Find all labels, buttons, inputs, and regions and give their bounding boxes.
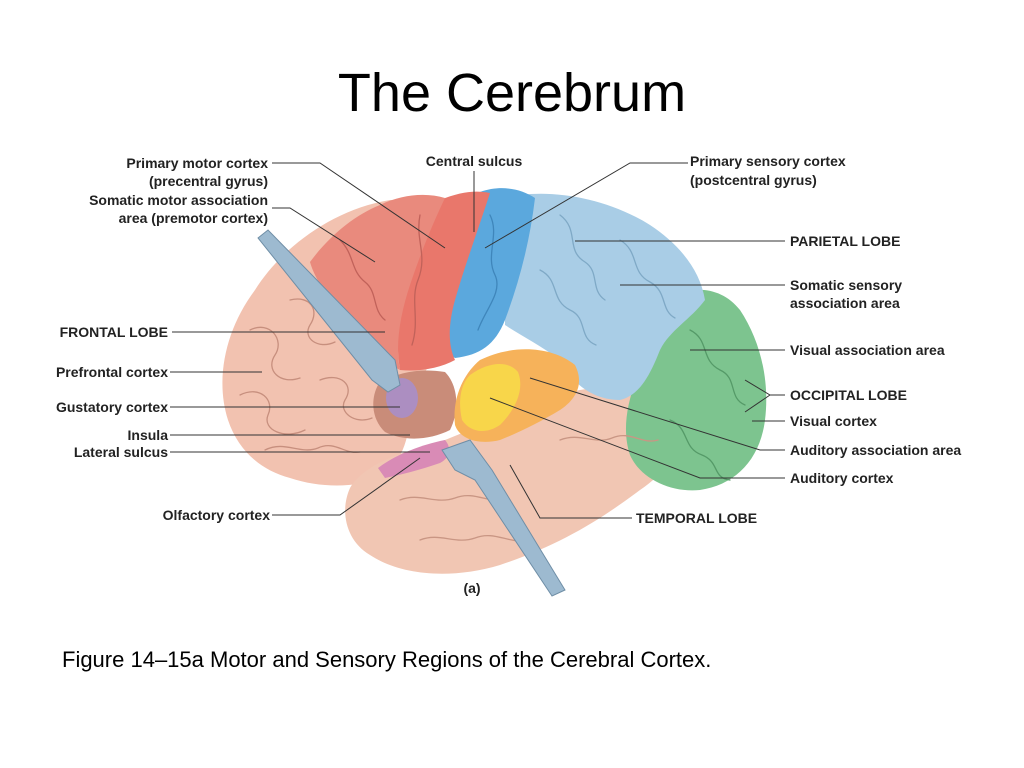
label-parietal-lobe: PARIETAL LOBE — [790, 233, 900, 249]
figure-caption: Figure 14–15a Motor and Sensory Regions … — [62, 647, 712, 672]
label-primary-sensory-2: (postcentral gyrus) — [690, 172, 817, 188]
brain-diagram: Primary motor cortex (precentral gyrus) … — [56, 153, 961, 597]
label-occipital-lobe: OCCIPITAL LOBE — [790, 387, 907, 403]
label-olfactory: Olfactory cortex — [163, 507, 271, 523]
label-primary-motor-1: Primary motor cortex — [126, 155, 268, 171]
primary-sensory-region — [441, 188, 535, 358]
primary-motor-region — [397, 191, 490, 371]
label-visual-cortex: Visual cortex — [790, 413, 877, 429]
auditory-cortex-region — [460, 364, 521, 432]
slide-title: The Cerebrum — [337, 63, 687, 123]
label-somatic-motor-1: Somatic motor association — [89, 192, 268, 208]
label-lateral-sulcus: Lateral sulcus — [74, 444, 168, 460]
label-visual-association: Visual association area — [790, 342, 945, 358]
label-gustatory: Gustatory cortex — [56, 399, 168, 415]
label-primary-motor-2: (precentral gyrus) — [149, 173, 268, 189]
label-somatic-motor-2: area (premotor cortex) — [119, 210, 268, 226]
temporal-lobe-region — [345, 386, 683, 574]
premotor-region — [310, 194, 445, 370]
lower-retractor — [441, 439, 566, 597]
label-frontal-lobe: FRONTAL LOBE — [60, 324, 168, 340]
olfactory-region — [378, 440, 450, 478]
gyri-texture — [239, 214, 746, 542]
label-prefrontal: Prefrontal cortex — [56, 364, 168, 380]
label-central-sulcus: Central sulcus — [426, 153, 523, 169]
label-primary-sensory-1: Primary sensory cortex — [690, 153, 846, 169]
label-somatic-sensory-1: Somatic sensory — [790, 277, 902, 293]
panel-letter: (a) — [463, 580, 480, 596]
label-temporal-lobe: TEMPORAL LOBE — [636, 510, 757, 526]
label-auditory-association: Auditory association area — [790, 442, 961, 458]
label-somatic-sensory-2: association area — [790, 295, 900, 311]
label-insula: Insula — [128, 427, 169, 443]
parietal-lobe-region — [505, 193, 705, 400]
upper-retractor — [257, 229, 401, 393]
label-auditory-cortex: Auditory cortex — [790, 470, 894, 486]
leader-lines — [170, 162, 785, 519]
